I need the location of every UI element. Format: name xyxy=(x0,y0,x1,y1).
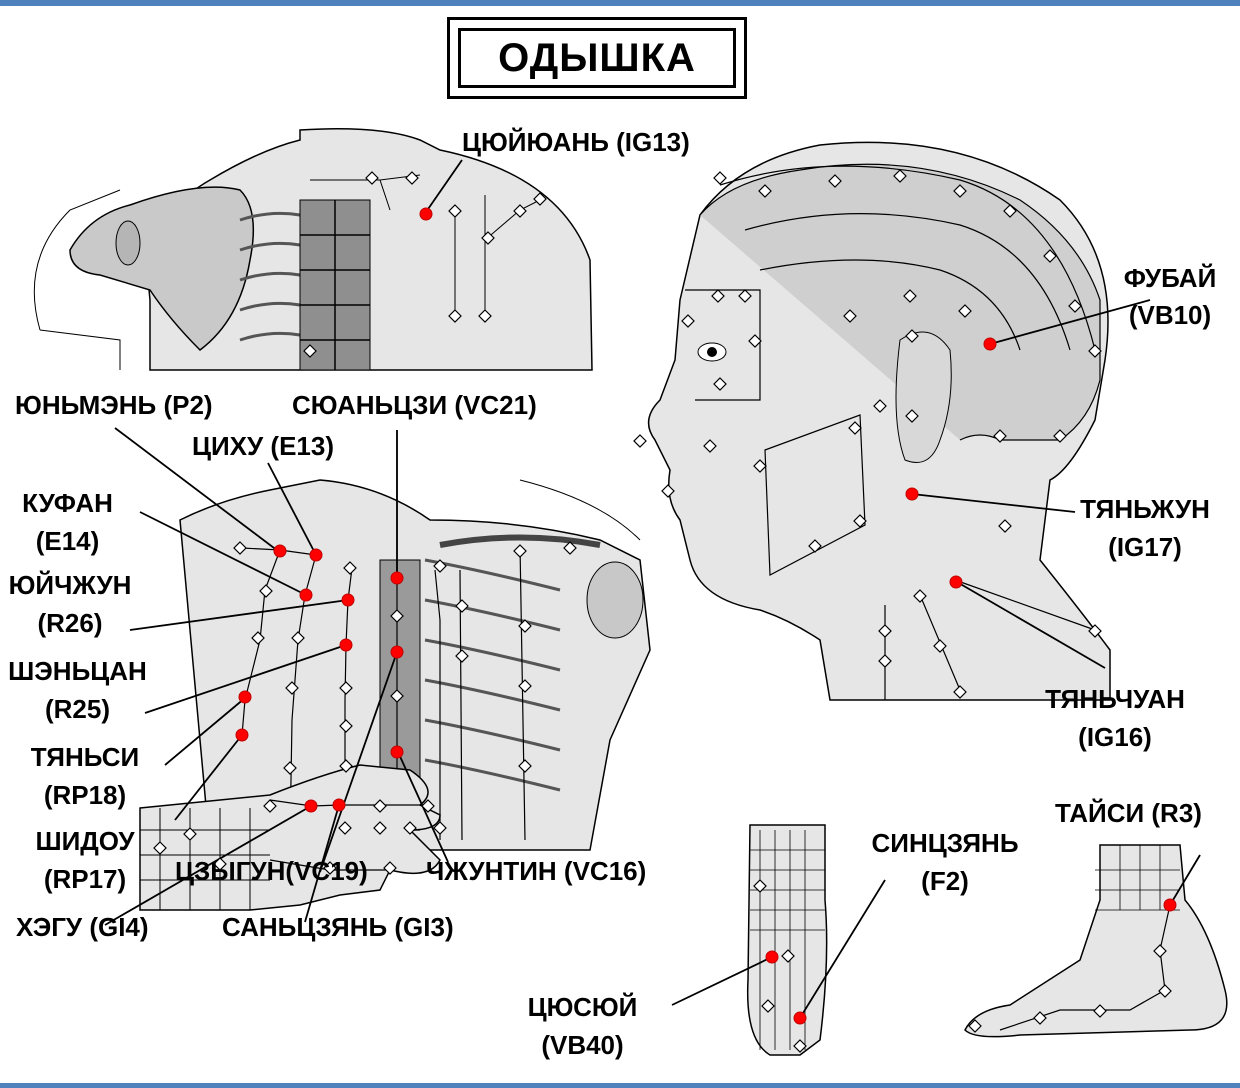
point-r26 xyxy=(342,594,354,606)
point-ig16 xyxy=(950,576,962,588)
hand-figure xyxy=(140,765,440,910)
title-frame: ОДЫШКА xyxy=(447,17,747,99)
label-r26-name: ЮЙЧЖУН xyxy=(5,570,135,601)
point-vc16 xyxy=(391,746,403,758)
label-gi4: ХЭГУ (GI4) xyxy=(16,912,149,943)
point-e13 xyxy=(310,549,322,561)
label-ig17-name: ТЯНЬЖУН xyxy=(1060,494,1230,525)
point-vb10 xyxy=(984,338,996,350)
point-p2 xyxy=(274,545,286,557)
label-rp17-name: ШИДОУ xyxy=(5,826,165,857)
label-e14-name: КУФАН xyxy=(10,488,125,519)
label-vc19: ЦЗЫГУН(VC19) xyxy=(175,856,368,887)
title-inner-frame: ОДЫШКА xyxy=(458,28,736,88)
label-ig16-name: ТЯНЬЧУАН xyxy=(1020,684,1210,715)
label-r25-code: (R25) xyxy=(5,694,150,725)
point-gi3 xyxy=(333,799,345,811)
label-r25-name: ШЭНЬЦАН xyxy=(5,656,150,687)
point-vc19 xyxy=(391,646,403,658)
foot-front-figure xyxy=(748,825,827,1055)
label-vb10-name: ФУБАЙ xyxy=(1115,263,1225,294)
label-p2: ЮНЬМЭНЬ (P2) xyxy=(15,390,213,421)
point-vb40 xyxy=(766,951,778,963)
point-vc21 xyxy=(391,572,403,584)
label-rp17-code: (RP17) xyxy=(5,864,165,895)
head-figure xyxy=(649,142,1110,700)
point-r25 xyxy=(340,639,352,651)
point-f2 xyxy=(794,1012,806,1024)
label-r3: ТАЙСИ (R3) xyxy=(1055,798,1202,829)
label-vc21: СЮАНЬЦЗИ (VC21) xyxy=(292,390,537,421)
point-r3 xyxy=(1164,899,1176,911)
page-title: ОДЫШКА xyxy=(498,36,696,81)
label-vc16: ЧЖУНТИН (VC16) xyxy=(426,856,646,887)
upper-back-figure xyxy=(34,129,592,370)
label-rp18-code: (RP18) xyxy=(5,780,165,811)
label-ig16-code: (IG16) xyxy=(1020,722,1210,753)
point-e14 xyxy=(300,589,312,601)
label-r26-code: (R26) xyxy=(5,608,135,639)
label-vb40-code: (VB40) xyxy=(505,1030,660,1061)
point-rp18 xyxy=(239,691,251,703)
point-gi4 xyxy=(305,800,317,812)
label-vb40-name: ЦЮСЮЙ xyxy=(505,992,660,1023)
point-ig13 xyxy=(420,208,432,220)
label-e13: ЦИХУ (E13) xyxy=(192,431,334,462)
label-ig13: ЦЮЙЮАНЬ (IG13) xyxy=(462,127,690,158)
label-e14-code: (E14) xyxy=(10,526,125,557)
point-rp17 xyxy=(236,729,248,741)
label-vb10-code: (VB10) xyxy=(1115,300,1225,331)
label-f2-name: СИНЦЗЯНЬ xyxy=(845,828,1045,859)
label-ig17-code: (IG17) xyxy=(1060,532,1230,563)
label-rp18-name: ТЯНЬСИ xyxy=(5,742,165,773)
label-gi3: САНЬЦЗЯНЬ (GI3) xyxy=(222,912,454,943)
label-f2-code: (F2) xyxy=(845,866,1045,897)
point-ig17 xyxy=(906,488,918,500)
